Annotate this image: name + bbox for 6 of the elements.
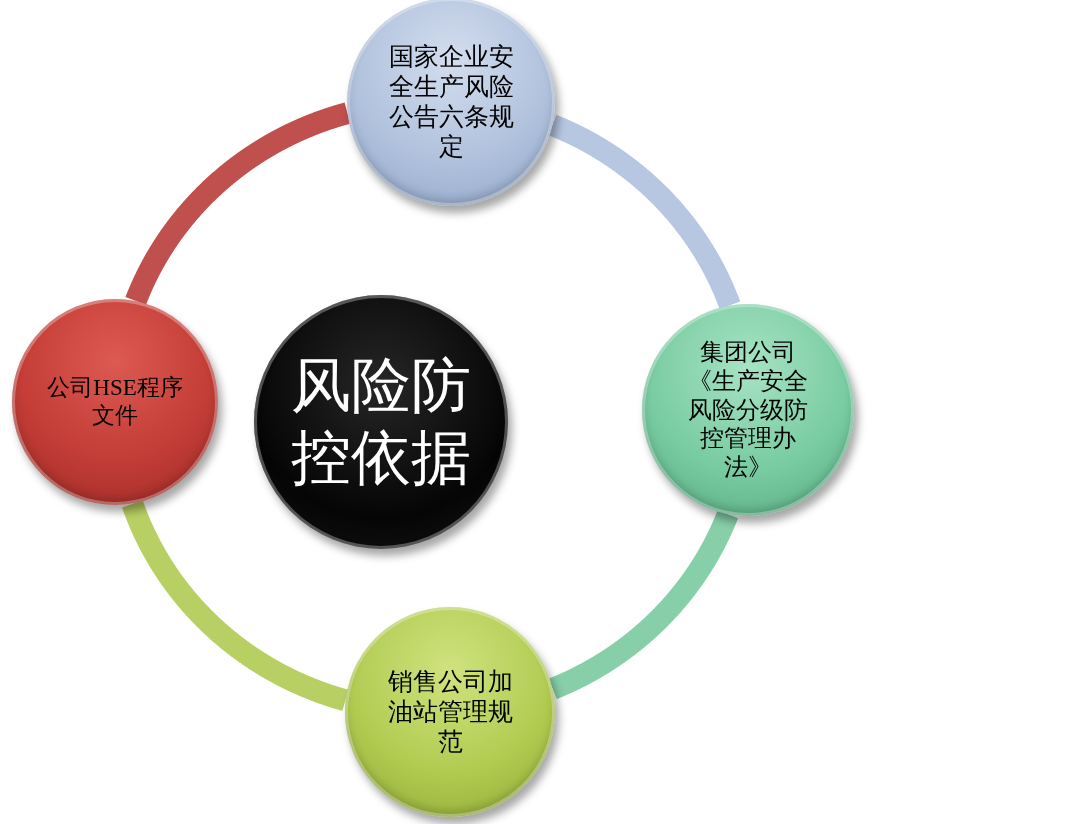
- center-title: 风险防控依据: [290, 352, 472, 493]
- source-label: 国家企业安全生产风险公告六条规定: [387, 42, 515, 162]
- source-label: 公司HSE程序文件: [46, 374, 184, 430]
- source-circle: [347, 0, 555, 206]
- source-label: 集团公司《生产安全风险分级防控管理办法》: [687, 338, 809, 482]
- source-label: 销售公司加油站管理规范: [386, 667, 514, 757]
